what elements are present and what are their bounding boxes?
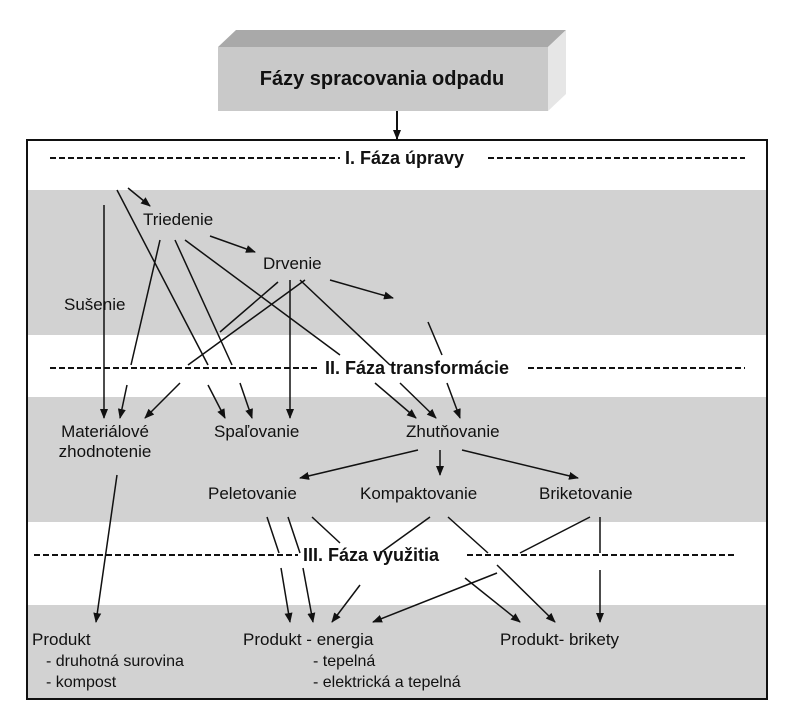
- conn-drvenie-short: [187, 279, 306, 366]
- conn-top-triedenie: [127, 187, 151, 207]
- conn-drvenie-material-b: [144, 382, 181, 419]
- conn-right-zhutnovanie: [427, 321, 443, 356]
- conn-material-produkt1: [93, 474, 118, 623]
- conn-drvenie-zhutnovanie: [299, 279, 391, 366]
- node-materialove-line1: Materiálové: [61, 422, 149, 441]
- product3-label: Produkt- brikety: [500, 630, 620, 649]
- conn-right-zhutnovanie-b: [446, 382, 461, 419]
- conn-kompaktovanie-produkt3-b: [496, 564, 556, 623]
- band-phase3: [27, 605, 767, 699]
- node-triedenie: Triedenie: [143, 210, 214, 229]
- phase1-label: I. Fáza úpravy: [345, 148, 465, 168]
- product1-item-2: - kompost: [46, 674, 117, 691]
- conn-top-spalovanie-b: [207, 384, 226, 419]
- conn-kompaktovanie-produkt2-b: [331, 584, 361, 623]
- phase3-label: III. Fáza využitia: [303, 545, 440, 565]
- product2-item-2: - elektrická a tepelná: [313, 674, 461, 691]
- conn-triedenie-spalovanie-b: [239, 382, 253, 419]
- conn-peletovanie-produkt2-a2: [280, 567, 293, 623]
- conn-zhutnovanie-briketovanie: [461, 449, 579, 480]
- title-box-front: [218, 47, 548, 111]
- node-susenie: Sušenie: [64, 295, 126, 314]
- title-box-side: [548, 30, 566, 111]
- node-drvenie: Drvenie: [263, 254, 322, 273]
- conn-triedenie-material-b: [117, 384, 128, 419]
- band-phase1: [27, 190, 767, 335]
- conn-triedenie-zhutnovanie-b: [374, 382, 417, 419]
- conn-kompaktovanie-produkt3: [447, 516, 489, 554]
- product2-label: Produkt - energia: [243, 630, 374, 649]
- product1-label: Produkt: [32, 630, 91, 649]
- conn-peletovanie-produkt2-a: [266, 516, 280, 554]
- conn-top-spalovanie: [116, 189, 209, 366]
- title-box-top: [218, 30, 566, 47]
- conn-drvenie-right: [329, 279, 394, 300]
- product1-item-1: - druhotná surovina: [46, 653, 184, 670]
- conn-peletovanie-produkt3-b: [464, 577, 521, 623]
- node-spalovanie: Spaľovanie: [214, 422, 300, 441]
- diagram-title: Fázy spracovania odpadu: [259, 67, 505, 90]
- conn-zhutnovanie-peletovanie: [299, 449, 419, 480]
- node-briketovanie: Briketovanie: [539, 484, 633, 503]
- conn-drvenie-zhutnovanie-b: [399, 382, 437, 419]
- conn-triedenie-zhutnovanie: [184, 239, 341, 356]
- phase2-label: II. Fáza transformácie: [325, 358, 510, 378]
- conn-triedenie-drvenie: [209, 235, 256, 253]
- conn-briketovanie-produkt2: [519, 516, 591, 554]
- conn-triedenie-spalovanie: [174, 239, 233, 366]
- node-zhutnovanie: Zhutňovanie: [406, 422, 500, 441]
- conn-briketovanie-produkt2-b: [372, 572, 498, 623]
- product2-item-1: - tepelná: [313, 653, 376, 670]
- node-peletovanie: Peletovanie: [208, 484, 297, 503]
- outer-frame: [26, 139, 768, 700]
- conn-peletovanie-produkt2-b2: [302, 567, 316, 623]
- conn-triedenie-material: [130, 239, 161, 366]
- node-materialove-line2: zhodnotenie: [58, 442, 152, 461]
- conn-peletovanie-produkt2-b: [287, 516, 301, 554]
- conn-kompaktovanie-produkt2: [379, 516, 431, 554]
- conn-peletovanie-produkt3: [311, 516, 341, 544]
- conn-drvenie-material: [219, 281, 279, 333]
- node-kompaktovanie: Kompaktovanie: [360, 484, 478, 503]
